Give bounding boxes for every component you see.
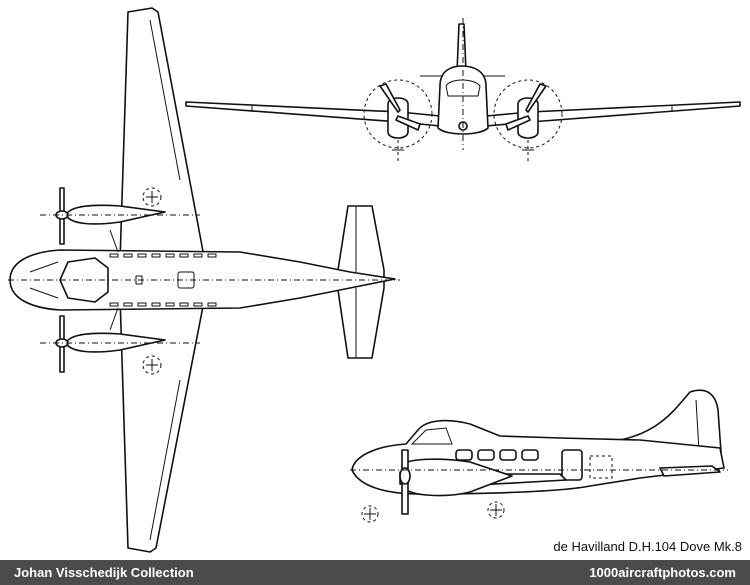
plan-view [8, 7, 400, 553]
front-prop-disc-right [493, 79, 563, 149]
plan-wing-lower [119, 295, 206, 553]
side-view [350, 389, 728, 523]
footer-bar: Johan Visschedijk Collection 1000aircraf… [0, 560, 750, 585]
aircraft-caption: de Havilland D.H.104 Dove Mk.8 [553, 539, 742, 554]
front-view [185, 18, 741, 162]
plan-nacelle-lower [65, 332, 166, 353]
plan-wing-upper [119, 7, 206, 263]
front-fin [456, 23, 467, 73]
side-nacelle [403, 458, 513, 497]
side-door [561, 449, 583, 481]
plan-fuselage [9, 249, 396, 311]
plan-nacelle-upper [65, 204, 166, 225]
side-cabin-windows [455, 449, 539, 461]
footer-collection: Johan Visschedijk Collection [14, 565, 194, 580]
side-main-wheel-ghost [487, 501, 505, 519]
front-prop-disc-left [363, 79, 433, 149]
three-view-drawing [8, 7, 741, 553]
side-nose-wheel-ghost [361, 505, 379, 523]
footer-site[interactable]: 1000aircraftphotos.com [589, 565, 736, 580]
